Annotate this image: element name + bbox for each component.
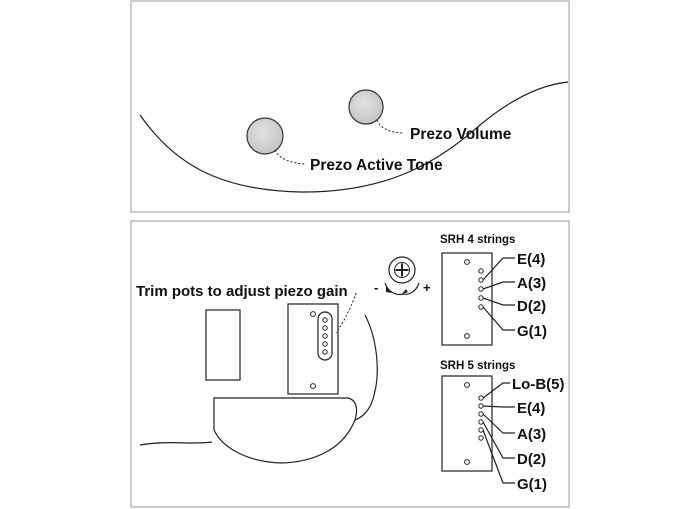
- top-panel: Prezo Volume Prezo Active Tone: [130, 0, 570, 213]
- srh5-string-d: D(2): [517, 451, 546, 468]
- srh4-trim-pots[interactable]: [478, 268, 484, 310]
- prezo-volume-label: Prezo Volume: [410, 126, 512, 143]
- srh5-trim-pots[interactable]: [478, 395, 484, 441]
- prezo-volume-leader: [376, 119, 405, 134]
- srh5-title: SRH 5 strings: [440, 360, 515, 372]
- srh4-string-a: A(3): [517, 275, 546, 292]
- prezo-volume-knob[interactable]: [348, 89, 384, 125]
- trim-screw-icon: [384, 256, 420, 296]
- srh4-leaders: [482, 257, 515, 331]
- trim-label-leader: [335, 292, 357, 334]
- srh4-string-g: G(1): [517, 323, 547, 340]
- body-contour-bottom: [139, 314, 378, 446]
- bridge-trim-pots[interactable]: [322, 317, 328, 355]
- srh4-bridge-plate: [441, 252, 493, 346]
- trim-pots-label: Trim pots to adjust piezo gain: [136, 283, 348, 300]
- srh5-string-g: G(1): [517, 476, 547, 493]
- bridge-plate: [287, 303, 339, 395]
- bottom-panel-frame: [130, 220, 570, 508]
- srh5-string-a: A(3): [517, 426, 546, 443]
- srh5-string-e: E(4): [517, 400, 545, 417]
- srh4-string-d: D(2): [517, 298, 546, 315]
- prezo-active-tone-knob[interactable]: [246, 117, 284, 155]
- body-contour-top: [139, 81, 569, 193]
- control-cavity-outline: [213, 397, 358, 464]
- srh4-string-e: E(4): [517, 251, 545, 268]
- srh5-leaders: [482, 382, 515, 484]
- bottom-panel: Trim pots to adjust piezo gain - + SRH 4…: [130, 220, 570, 508]
- srh5-string-lo-b: Lo-B(5): [512, 376, 565, 393]
- trim-plus-sign: +: [423, 280, 431, 295]
- neck-pickup-outline: [205, 309, 241, 381]
- trim-minus-sign: -: [374, 280, 378, 295]
- prezo-active-tone-label: Prezo Active Tone: [310, 157, 443, 174]
- srh4-title: SRH 4 strings: [440, 234, 515, 246]
